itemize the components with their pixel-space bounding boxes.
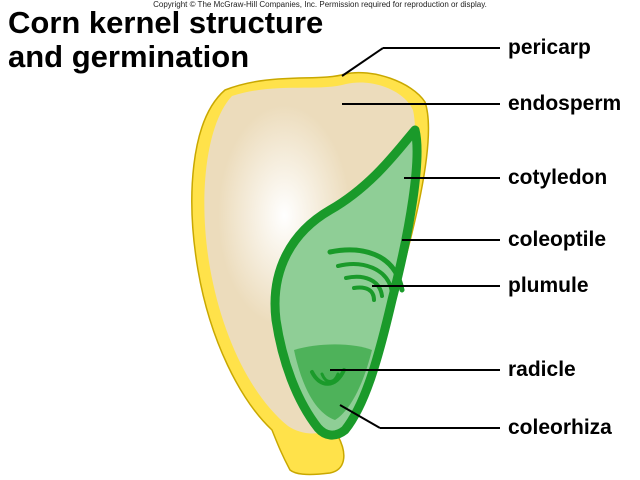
plumule-leaf-2 [344, 274, 384, 298]
radicle-tip [310, 368, 346, 386]
label-pericarp: pericarp [508, 36, 591, 59]
label-coleoptile: coleoptile [508, 228, 607, 251]
label-coleorhiza: coleorhiza [508, 416, 612, 439]
diagram-title: Corn kernel structure and germination [8, 6, 323, 74]
label-endosperm: endosperm [508, 92, 622, 115]
leader-pericarp [341, 47, 384, 77]
title-line-1: Corn kernel structure [8, 5, 324, 40]
leader-coleorhiza [339, 404, 381, 429]
coleoptile-sheath [327, 247, 405, 293]
label-cotyledon: cotyledon [508, 166, 608, 189]
label-radicle: radicle [508, 358, 576, 381]
title-line-2: and germination [8, 39, 250, 74]
radicle-inner [320, 372, 340, 383]
copyright-notice: Copyright © The McGraw-Hill Companies, I… [153, 0, 487, 9]
plumule-leaf-3 [352, 285, 376, 302]
label-plumule: plumule [508, 274, 589, 297]
